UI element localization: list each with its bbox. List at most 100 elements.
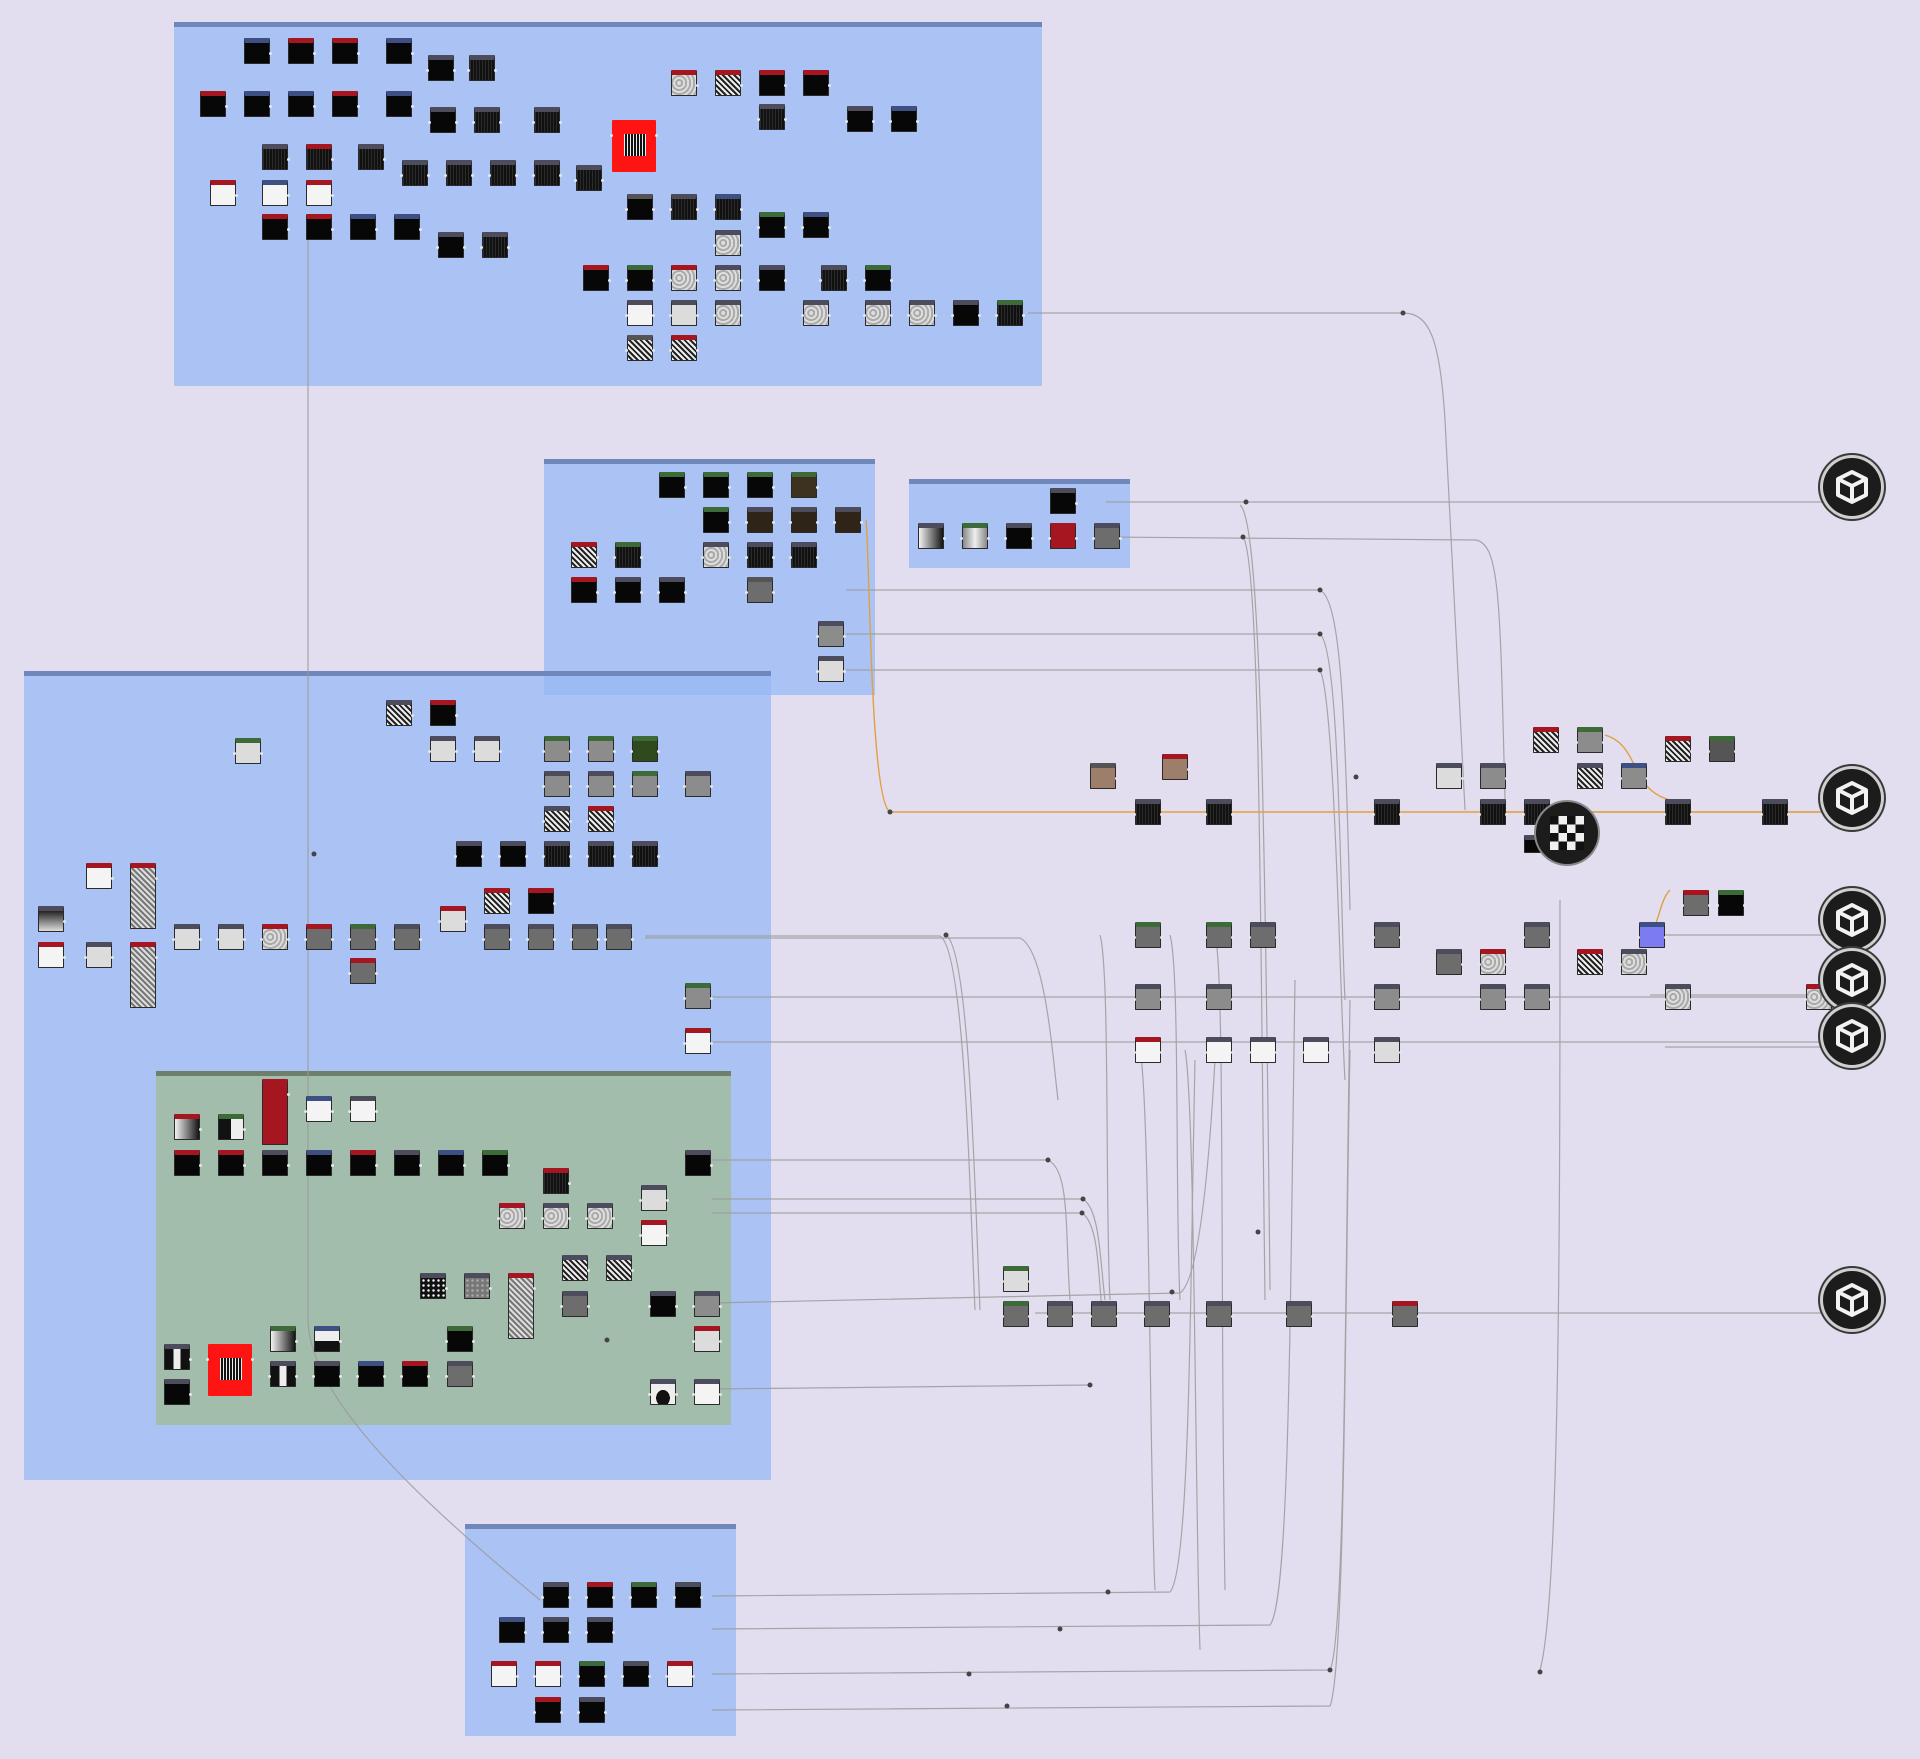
graph-node[interactable] bbox=[713, 265, 743, 291]
graph-node[interactable] bbox=[747, 472, 775, 498]
graph-output-node[interactable] bbox=[1820, 766, 1884, 830]
graph-node[interactable] bbox=[789, 542, 819, 568]
graph-node[interactable] bbox=[472, 107, 502, 133]
graph-node[interactable] bbox=[889, 106, 919, 132]
graph-node[interactable] bbox=[1133, 1037, 1163, 1063]
graph-node[interactable] bbox=[218, 1114, 246, 1140]
graph-node[interactable] bbox=[907, 300, 937, 326]
graph-node[interactable] bbox=[745, 577, 775, 603]
graph-node[interactable] bbox=[1478, 949, 1508, 975]
graph-node[interactable] bbox=[692, 1379, 722, 1405]
graph-node[interactable] bbox=[350, 214, 378, 240]
graph-node[interactable] bbox=[480, 232, 510, 258]
graph-node[interactable] bbox=[542, 841, 572, 867]
graph-node[interactable] bbox=[1001, 1301, 1031, 1327]
graph-node[interactable] bbox=[306, 1150, 334, 1176]
graph-node[interactable] bbox=[541, 1203, 571, 1229]
graph-node[interactable] bbox=[164, 1344, 192, 1370]
graph-node[interactable] bbox=[1133, 984, 1163, 1010]
graph-node[interactable] bbox=[1478, 799, 1508, 825]
graph-node[interactable] bbox=[244, 91, 272, 117]
graph-node[interactable] bbox=[445, 1361, 475, 1387]
graph-node[interactable] bbox=[472, 736, 502, 762]
graph-node[interactable] bbox=[1663, 984, 1693, 1010]
graph-node[interactable] bbox=[1204, 1037, 1234, 1063]
graph-node[interactable] bbox=[1436, 763, 1464, 789]
graph-node[interactable] bbox=[1619, 949, 1649, 975]
graph-node[interactable] bbox=[467, 55, 497, 81]
graph-node[interactable] bbox=[497, 1203, 527, 1229]
selected-node[interactable] bbox=[206, 1344, 254, 1396]
graph-node[interactable] bbox=[630, 841, 660, 867]
graph-node[interactable] bbox=[1372, 984, 1402, 1010]
graph-node[interactable] bbox=[1142, 1301, 1172, 1327]
graph-node[interactable] bbox=[262, 144, 290, 170]
graph-node[interactable] bbox=[669, 194, 699, 220]
graph-node[interactable] bbox=[1284, 1301, 1314, 1327]
graph-node[interactable] bbox=[586, 771, 616, 797]
graph-node[interactable] bbox=[586, 806, 616, 832]
graph-node[interactable] bbox=[1577, 949, 1605, 975]
graph-node[interactable] bbox=[1045, 1301, 1075, 1327]
graph-node[interactable] bbox=[801, 300, 831, 326]
graph-node[interactable] bbox=[692, 1326, 722, 1352]
frame-top[interactable] bbox=[174, 22, 1042, 386]
graph-node[interactable] bbox=[1204, 922, 1234, 948]
graph-node[interactable] bbox=[669, 335, 699, 361]
graph-node[interactable] bbox=[270, 1326, 298, 1352]
graph-node[interactable] bbox=[38, 942, 66, 968]
graph-node[interactable] bbox=[621, 1661, 651, 1687]
graph-node[interactable] bbox=[445, 1326, 475, 1352]
graph-node[interactable] bbox=[1301, 1037, 1331, 1063]
graph-node[interactable] bbox=[262, 214, 290, 240]
graph-node[interactable] bbox=[715, 70, 743, 96]
selected-node[interactable] bbox=[610, 120, 658, 172]
graph-node[interactable] bbox=[1204, 1301, 1234, 1327]
graph-output-node[interactable] bbox=[1820, 455, 1884, 519]
graph-node[interactable] bbox=[701, 542, 731, 568]
graph-node[interactable] bbox=[863, 265, 893, 291]
graph-node[interactable] bbox=[757, 212, 787, 238]
graph-node[interactable] bbox=[683, 1028, 713, 1054]
graph-node[interactable] bbox=[845, 106, 875, 132]
graph-node[interactable] bbox=[585, 1582, 615, 1608]
graph-node[interactable] bbox=[484, 888, 512, 914]
graph-output-node[interactable] bbox=[1820, 1004, 1884, 1068]
graph-node[interactable] bbox=[583, 265, 611, 291]
graph-node[interactable] bbox=[570, 924, 600, 950]
graph-node[interactable] bbox=[508, 1273, 536, 1339]
graph-node[interactable] bbox=[312, 1361, 342, 1387]
graph-node[interactable] bbox=[174, 1114, 202, 1140]
graph-node[interactable] bbox=[683, 771, 713, 797]
graph-node[interactable] bbox=[130, 942, 158, 1008]
graph-node[interactable] bbox=[1204, 984, 1234, 1010]
graph-node[interactable] bbox=[625, 265, 655, 291]
graph-node[interactable] bbox=[262, 1150, 290, 1176]
graph-node[interactable] bbox=[304, 924, 334, 950]
graph-node[interactable] bbox=[1478, 984, 1508, 1010]
graph-node[interactable] bbox=[528, 888, 556, 914]
graph-node[interactable] bbox=[464, 1273, 492, 1299]
graph-node[interactable] bbox=[420, 1273, 448, 1299]
graph-node[interactable] bbox=[703, 472, 731, 498]
graph-node[interactable] bbox=[542, 736, 572, 762]
graph-node[interactable] bbox=[757, 265, 787, 291]
graph-node[interactable] bbox=[692, 1291, 722, 1317]
graph-node[interactable] bbox=[533, 1697, 563, 1723]
graph-node[interactable] bbox=[444, 160, 474, 186]
graph-node[interactable] bbox=[639, 1220, 669, 1246]
graph-node[interactable] bbox=[482, 924, 512, 950]
graph-node[interactable] bbox=[86, 863, 114, 889]
graph-node[interactable] bbox=[1001, 1266, 1031, 1292]
graph-node[interactable] bbox=[625, 335, 655, 361]
graph-node[interactable] bbox=[499, 1617, 527, 1643]
graph-node[interactable] bbox=[1050, 488, 1078, 514]
graph-node[interactable] bbox=[613, 542, 643, 568]
graph-node[interactable] bbox=[533, 1661, 563, 1687]
graph-node[interactable] bbox=[210, 180, 238, 206]
graph-node[interactable] bbox=[1372, 1037, 1402, 1063]
graph-node[interactable] bbox=[803, 70, 831, 96]
graph-node[interactable] bbox=[1760, 799, 1790, 825]
graph-node[interactable] bbox=[625, 300, 655, 326]
graph-node[interactable] bbox=[1090, 763, 1118, 789]
